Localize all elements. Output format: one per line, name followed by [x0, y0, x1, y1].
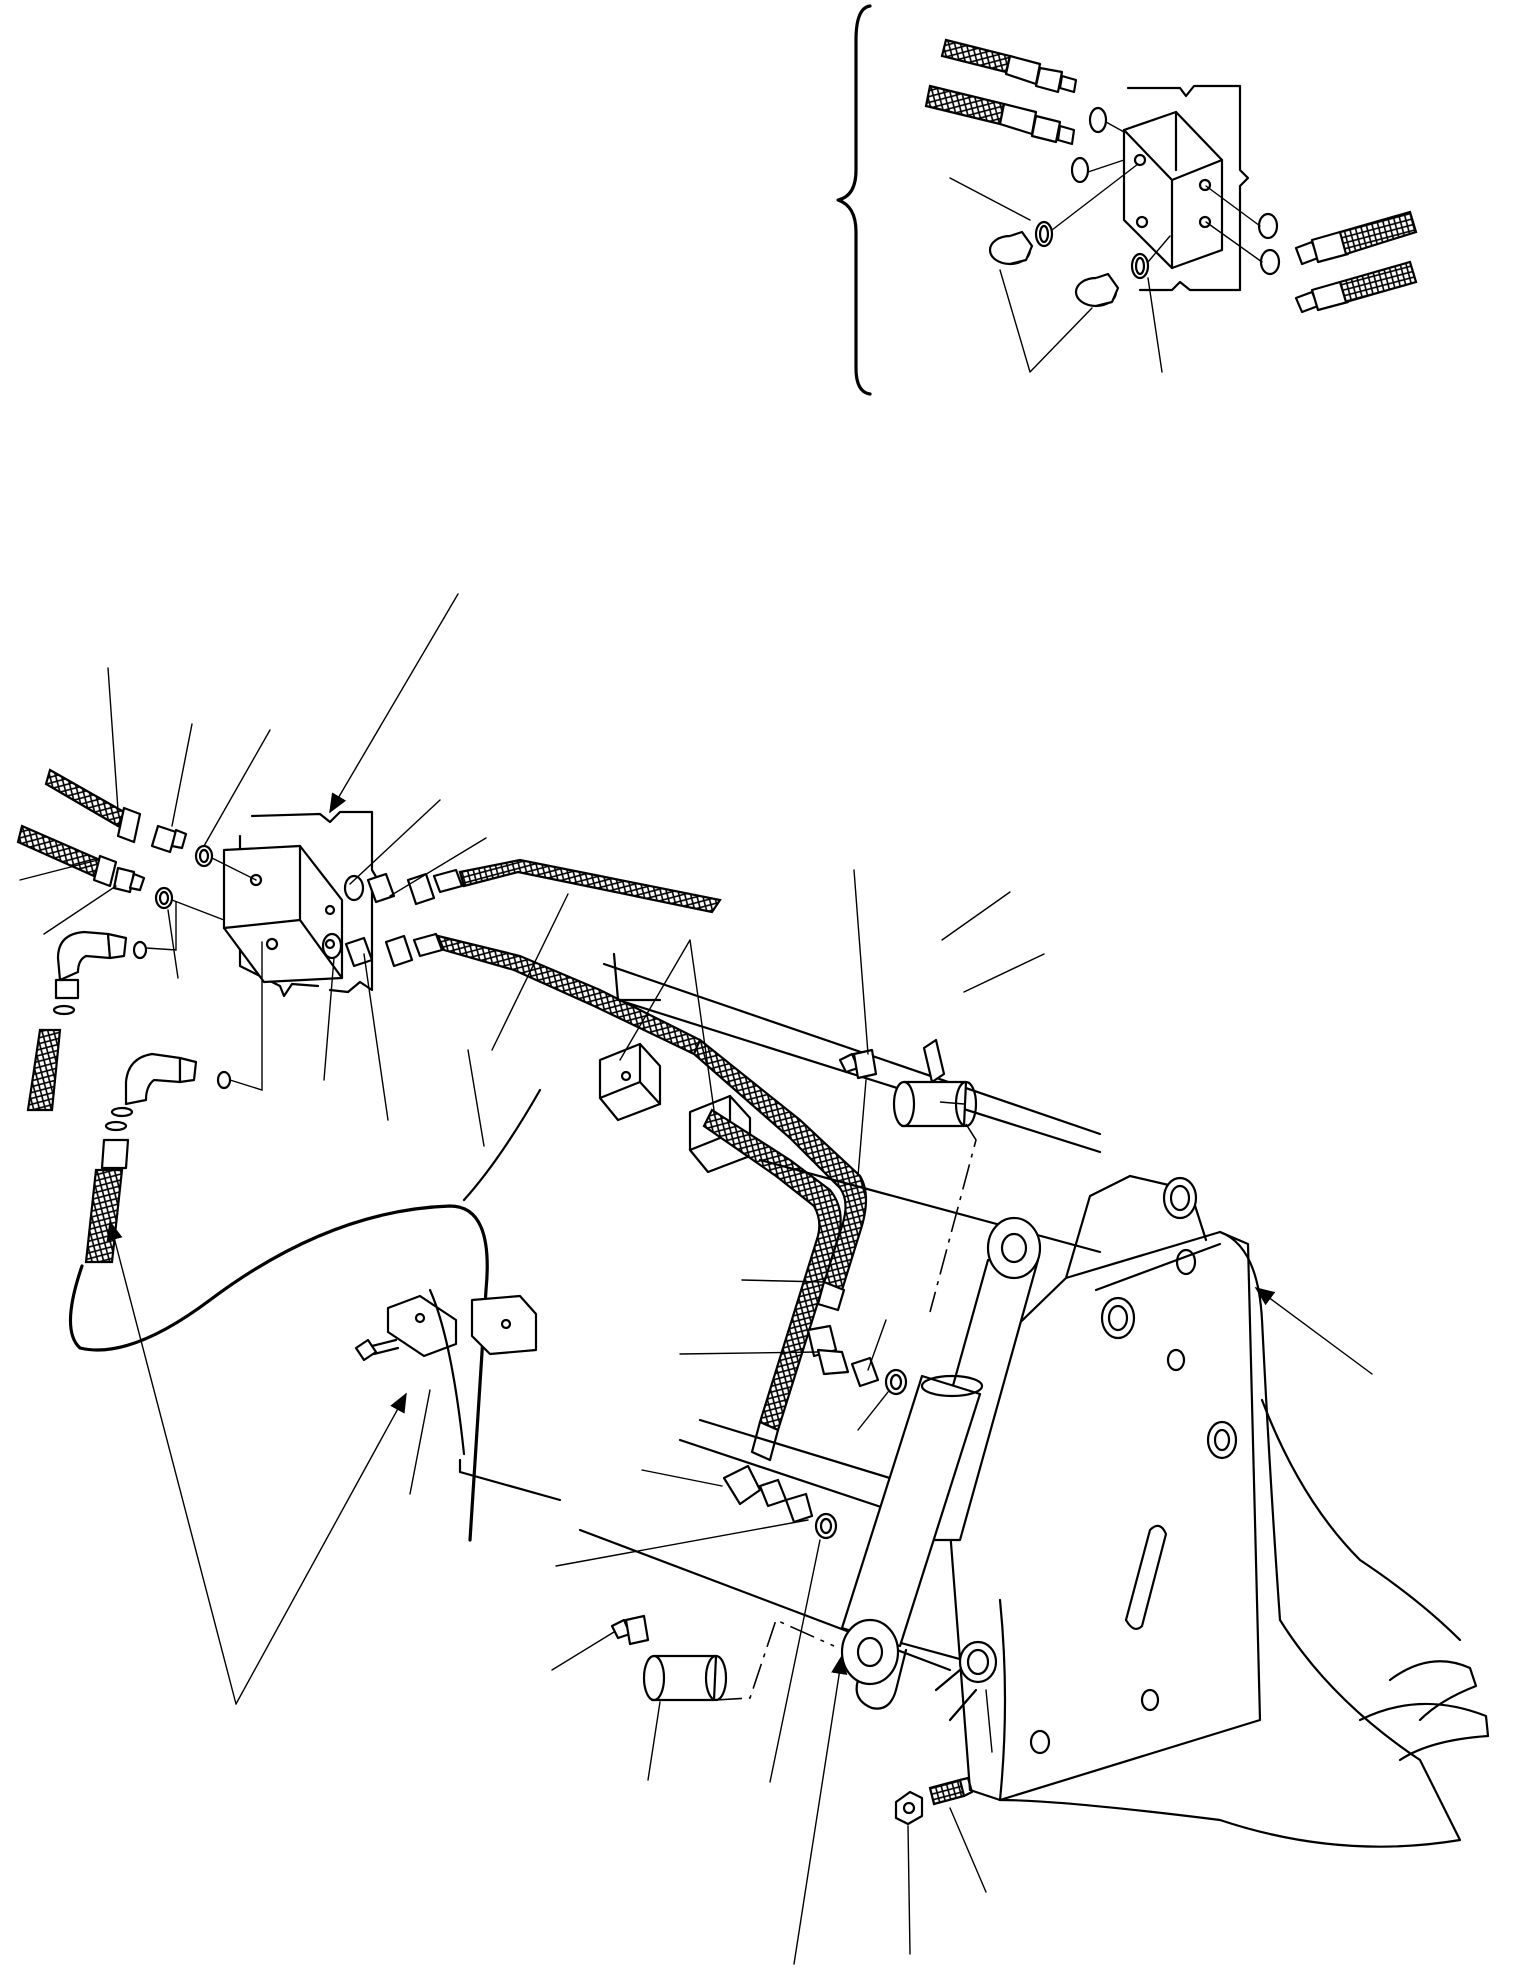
- leader-arrow-icon: [235, 1392, 407, 1705]
- o-ring-icon: [1034, 220, 1054, 248]
- plug-icon: [1074, 272, 1120, 308]
- hose-assembly-icon: [68, 1204, 489, 1542]
- manifold-block-icon: [222, 810, 380, 998]
- clamp-icon: [386, 1294, 538, 1358]
- elbow-fitting-icon: [26, 930, 148, 1112]
- clamp-icon: [598, 1042, 662, 1122]
- leader-arrow-icon: [1254, 1287, 1373, 1375]
- hydraulic-cylinder-icon: [840, 1216, 1042, 1710]
- leader-arrow-icon: [793, 1654, 848, 1965]
- o-ring-icon: [1259, 248, 1281, 276]
- elbow-fitting-icon: [722, 1464, 838, 1540]
- hose-assembly-icon: [321, 858, 722, 1056]
- inset-detail: [836, 4, 1418, 396]
- bolt-icon: [922, 1038, 946, 1084]
- hose-assembly-icon: [1294, 210, 1418, 314]
- elbow-fitting-icon: [806, 1324, 908, 1396]
- bucket-icon: [428, 952, 1490, 1848]
- o-ring-icon: [1130, 252, 1150, 280]
- o-ring-icon: [1257, 212, 1279, 240]
- brace-icon: [836, 4, 872, 396]
- o-ring-icon: [1088, 106, 1108, 134]
- hose-assembly-icon: [924, 38, 1078, 146]
- leader-arrow-icon: [409, 1389, 431, 1495]
- grease-nipple-icon: [838, 1048, 878, 1080]
- leader-arrow-icon: [106, 1220, 237, 1705]
- leader-arrow-icon: [329, 593, 459, 814]
- grease-nipple-icon: [610, 1614, 650, 1646]
- pin-icon: [892, 1080, 978, 1128]
- plug-icon: [988, 230, 1034, 266]
- bolt-icon: [354, 1338, 400, 1362]
- nut-icon: [894, 1790, 924, 1826]
- manifold-block-icon: [1122, 84, 1250, 292]
- o-ring-icon: [1070, 156, 1090, 184]
- bolt-icon: [928, 1776, 974, 1806]
- hose-assembly-icon: [16, 768, 188, 894]
- pin-icon: [642, 1654, 728, 1702]
- elbow-fitting-icon: [84, 1052, 232, 1264]
- o-ring-icon: [154, 886, 174, 910]
- callout-leaders: [19, 667, 1045, 1955]
